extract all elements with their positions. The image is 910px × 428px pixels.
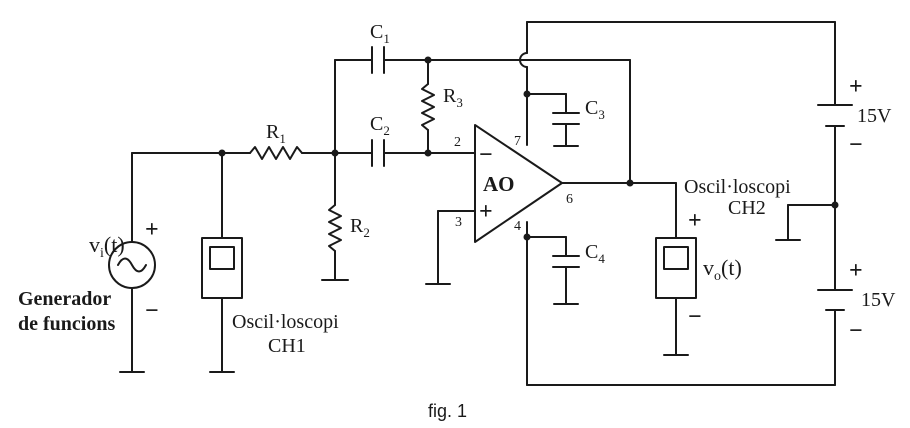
battery-bottom (817, 204, 853, 321)
source-name-line2: de funcions (18, 313, 115, 335)
supply-top-value: 15V (857, 105, 892, 127)
c3-label: C3 (585, 97, 605, 122)
figure-caption: fig. 1 (428, 401, 467, 421)
opamp-inverting-sign: − (479, 142, 493, 168)
resistor-r1 (249, 146, 336, 160)
pin-3-label: 3 (455, 215, 462, 230)
opamp-label: AO (483, 172, 515, 196)
source-plus-sign: + (145, 217, 159, 243)
supply-ground (775, 204, 836, 241)
supply-top-minus: − (849, 132, 863, 158)
resistor-r2 (321, 152, 349, 281)
oscilloscope-ch2 (655, 237, 697, 356)
r1-label: R1 (266, 121, 286, 146)
opamp-noninverting-sign: + (479, 199, 493, 225)
battery-top (817, 104, 853, 206)
pin-4-label: 4 (514, 219, 521, 234)
op-amp (425, 124, 563, 285)
c4-label: C4 (585, 241, 605, 266)
pin7-supply (519, 21, 836, 146)
supply-bottom-value: 15V (861, 289, 896, 311)
supply-bottom-plus: + (849, 258, 863, 284)
capacitor-c4 (526, 236, 580, 305)
pin4-supply (526, 221, 836, 386)
scope2-label-line2: CH2 (728, 197, 766, 219)
source-signal-label: vi(t) (89, 232, 125, 261)
source-minus-sign: − (145, 298, 159, 324)
supply-bottom-minus: − (849, 318, 863, 344)
oscilloscope-ch1 (201, 152, 243, 373)
function-generator (108, 152, 156, 373)
c2-label: C2 (370, 113, 390, 138)
supply-top-plus: + (849, 74, 863, 100)
r3-label: R3 (443, 85, 463, 110)
pin-7-label: 7 (514, 134, 521, 149)
c1-label: C1 (370, 21, 390, 46)
pin-6-label: 6 (566, 192, 573, 207)
output-signal-label: vo(t) (703, 255, 742, 284)
capacitor-c3 (526, 93, 580, 147)
source-name-line1: Generador (18, 288, 111, 310)
scope1-label-line1: Oscil·loscopi (232, 311, 339, 333)
pin-2-label: 2 (454, 135, 461, 150)
scope1-label-line2: CH1 (268, 335, 306, 357)
r2-label: R2 (350, 215, 370, 240)
scope2-plus-sign: + (688, 208, 702, 234)
scope2-label-line1: Oscil·loscopi (684, 176, 791, 198)
resistor-r3 (421, 59, 435, 154)
scope2-minus-sign: − (688, 304, 702, 330)
output-wire (561, 59, 677, 239)
